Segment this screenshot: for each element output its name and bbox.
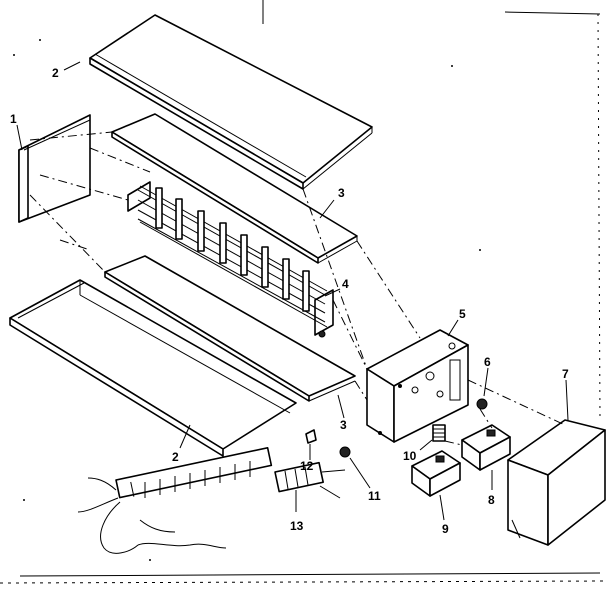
terminal-strip <box>449 359 461 401</box>
lower-inner-panel <box>104 255 356 402</box>
assembly-guide-lines <box>29 131 566 446</box>
callout-leaders <box>16 61 569 521</box>
callout-1: 1 <box>10 112 17 126</box>
top-cover-panel <box>89 14 373 190</box>
upper-inner-panel <box>111 113 358 264</box>
callout-7: 7 <box>562 367 569 381</box>
callout-9: 9 <box>442 522 449 536</box>
end-panel <box>18 114 91 223</box>
spring <box>432 424 446 442</box>
callout-6: 6 <box>484 355 491 369</box>
callout-2-bottom: 2 <box>172 450 179 464</box>
relay <box>461 424 511 471</box>
callout-3-upper: 3 <box>338 186 345 200</box>
control-box-cover <box>507 419 606 546</box>
callout-3-lower: 3 <box>340 418 347 432</box>
callout-11: 11 <box>368 489 381 503</box>
nut <box>476 398 488 410</box>
callout-2-top: 2 <box>52 66 59 80</box>
callout-10: 10 <box>403 449 417 463</box>
switch <box>411 450 461 497</box>
callout-12: 12 <box>300 459 314 473</box>
bottom-base-pan <box>9 279 297 457</box>
heating-element-assembly <box>127 181 334 338</box>
callout-8: 8 <box>488 493 495 507</box>
connector-11 <box>339 446 351 458</box>
terminal-nut <box>318 330 326 338</box>
connector-12 <box>305 429 317 444</box>
callout-labels: 2 1 3 4 5 6 7 3 2 10 12 11 8 13 9 <box>10 66 569 536</box>
element-support-brackets <box>155 187 310 312</box>
callout-4: 4 <box>342 277 349 291</box>
control-box <box>366 329 469 443</box>
wiring-harness <box>77 446 346 554</box>
callout-13: 13 <box>290 519 304 533</box>
callout-5: 5 <box>459 307 466 321</box>
